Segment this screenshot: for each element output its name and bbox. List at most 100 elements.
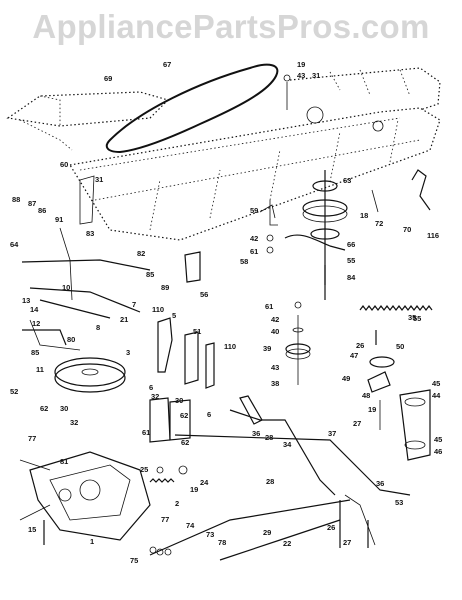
watermark-text: AppliancePartsPros.com [32, 8, 430, 45]
callout: 44 [432, 391, 441, 400]
callout: 55 [347, 256, 355, 265]
small-spring [149, 478, 175, 483]
callout: 86 [38, 206, 46, 215]
callout: 110 [152, 305, 164, 314]
drive-belt [105, 63, 279, 154]
callout: 42 [271, 315, 279, 324]
callout: 61 [265, 302, 273, 311]
callout: 91 [55, 215, 63, 224]
callout: 75 [130, 556, 138, 565]
callout: 49 [342, 374, 350, 383]
callout: 59 [250, 206, 258, 215]
callout: 14 [30, 305, 39, 314]
callout: 30 [175, 396, 183, 405]
callout: 27 [343, 538, 351, 547]
callout: 74 [186, 521, 195, 530]
callout: 21 [120, 315, 128, 324]
chassis-frame [6, 67, 441, 241]
callout: 52 [10, 387, 18, 396]
callout: 19 [297, 60, 305, 69]
callout: 46 [434, 447, 442, 456]
callout: 45 [434, 435, 442, 444]
callout: 24 [200, 478, 209, 487]
callout: 72 [375, 219, 383, 228]
callout: 38 [271, 379, 279, 388]
callout: 66 [347, 240, 355, 249]
callout: 10 [62, 283, 70, 292]
callout: 28 [265, 433, 273, 442]
callout: 77 [161, 515, 169, 524]
callout: 55 [413, 314, 421, 323]
callout: 29 [263, 528, 271, 537]
callout: 116 [427, 231, 439, 240]
callout: 73 [206, 530, 214, 539]
control-brackets [149, 317, 215, 443]
callout: 82 [137, 249, 145, 258]
lift-linkage [21, 227, 151, 351]
callout: 70 [403, 225, 411, 234]
callout: 31 [95, 175, 103, 184]
callout: 62 [180, 411, 188, 420]
pulley-stack [259, 170, 348, 385]
callout: 45 [432, 379, 440, 388]
callout: 81 [60, 457, 68, 466]
callout: 43 [271, 363, 279, 372]
callout: 42 [250, 234, 258, 243]
callout: 19 [368, 405, 376, 414]
callout: 67 [163, 60, 171, 69]
idler-assembly [367, 356, 431, 461]
callout: 48 [362, 391, 370, 400]
main-pulley [54, 357, 126, 393]
callout: 27 [353, 419, 361, 428]
callout: 34 [283, 440, 292, 449]
callout: 3 [126, 348, 130, 357]
shift-rods [149, 395, 411, 561]
callout: 18 [360, 211, 368, 220]
callout: 77 [28, 434, 36, 443]
callout: 2 [175, 499, 179, 508]
callout-labels: 69 67 19 43 31 60 31 63 88 87 86 91 83 8… [10, 60, 442, 565]
callout: 37 [328, 429, 336, 438]
callout: 62 [181, 438, 189, 447]
transaxle [19, 451, 151, 541]
callout: 110 [224, 342, 236, 351]
callout: 87 [28, 199, 36, 208]
callout: 35 [408, 313, 416, 322]
callout: 6 [149, 383, 153, 392]
callout: 43 [297, 71, 305, 80]
callout: 80 [67, 335, 75, 344]
callout: 39 [263, 344, 271, 353]
callout: 64 [10, 240, 19, 249]
callout: 36 [252, 429, 260, 438]
callout: 31 [312, 71, 320, 80]
callout: 11 [36, 365, 44, 374]
callout: 40 [271, 327, 279, 336]
callout: 61 [142, 428, 150, 437]
callout: 36 [376, 479, 384, 488]
callout: 15 [28, 525, 36, 534]
callout: 85 [31, 348, 39, 357]
callout: 78 [218, 538, 226, 547]
callout: 56 [200, 290, 208, 299]
callout: 26 [356, 341, 364, 350]
callout: 61 [250, 247, 258, 256]
callout: 63 [343, 176, 351, 185]
callout: 83 [86, 229, 94, 238]
callout: 7 [132, 300, 136, 309]
callout: 22 [283, 539, 291, 548]
callout: 32 [151, 392, 159, 401]
callout: 51 [193, 327, 201, 336]
callout: 19 [190, 485, 198, 494]
callout: 69 [104, 74, 112, 83]
callout: 8 [96, 323, 100, 332]
tension-spring [359, 305, 433, 311]
callout: 26 [327, 523, 335, 532]
callout: 47 [350, 351, 358, 360]
callout: 84 [347, 273, 356, 282]
callout: 1 [90, 537, 94, 546]
callout: 85 [146, 270, 154, 279]
callout: 13 [22, 296, 30, 305]
callout: 53 [395, 498, 403, 507]
